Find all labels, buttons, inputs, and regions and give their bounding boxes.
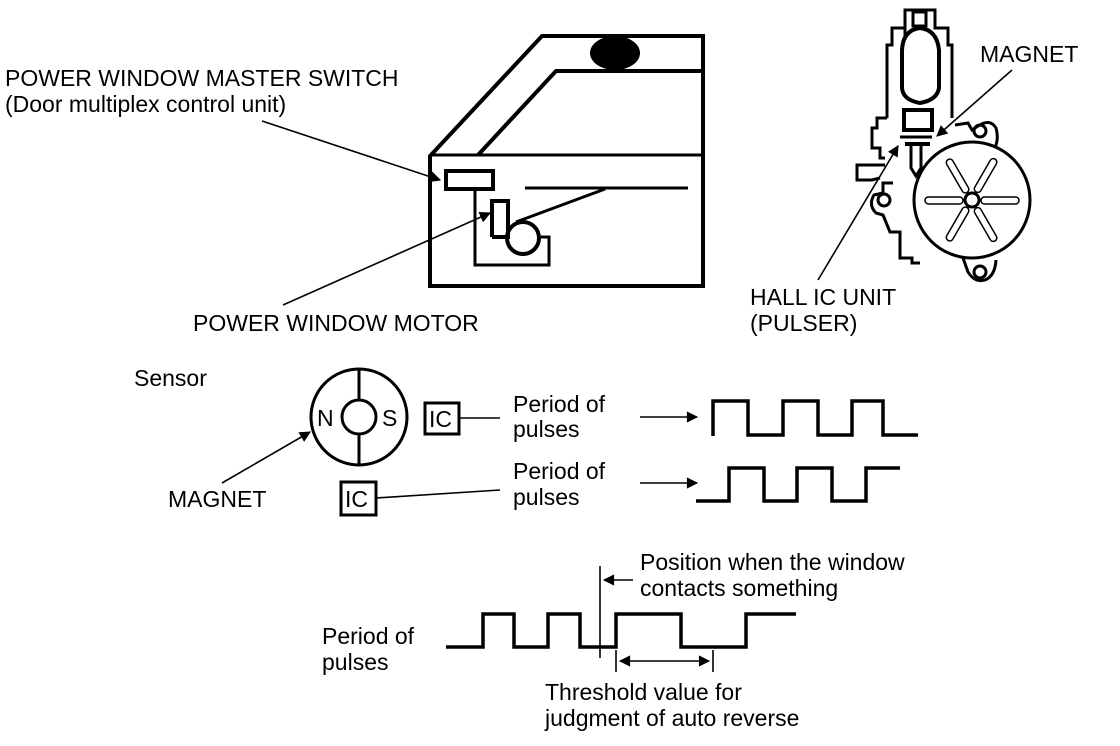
motor-label: POWER WINDOW MOTOR bbox=[193, 310, 479, 336]
hall-ic-leader-arrow bbox=[817, 145, 899, 281]
reverse-signal-sublabel: pulses bbox=[322, 649, 388, 675]
motor-housing-outline bbox=[870, 8, 954, 160]
regulator-arm-line bbox=[515, 187, 606, 224]
commutator-shape bbox=[902, 108, 934, 132]
housing-tab bbox=[855, 163, 885, 182]
gear-spokes bbox=[924, 157, 1020, 243]
housing-lower-outline bbox=[869, 181, 920, 265]
pole-north-label: N bbox=[317, 405, 334, 431]
mount-hole-bottom bbox=[972, 264, 988, 280]
gear-hub bbox=[963, 191, 981, 209]
signal-1-label: Period of bbox=[513, 391, 606, 417]
pole-south-label: S bbox=[382, 405, 397, 431]
motor-bracket-shape bbox=[490, 199, 510, 239]
pulse-waveform-1 bbox=[711, 399, 918, 437]
mount-hole-top bbox=[972, 123, 988, 139]
armature-body bbox=[900, 25, 941, 106]
motor-magnet-label: MAGNET bbox=[980, 41, 1078, 67]
hall-ic-label: HALL IC UNIT bbox=[750, 284, 896, 310]
mount-hole-left bbox=[876, 192, 892, 208]
ic-1-label: IC bbox=[429, 406, 452, 432]
door-outline bbox=[428, 34, 705, 288]
gear-housing-bottom-tab bbox=[961, 257, 998, 283]
ic-2-label: IC bbox=[345, 486, 368, 512]
sensor-magnet-disc bbox=[309, 367, 409, 467]
magnet-inner-circle bbox=[340, 398, 378, 436]
motor-circle-shape bbox=[505, 220, 541, 256]
door-illustration bbox=[428, 34, 705, 288]
auto-reverse-pulse-waveform bbox=[446, 612, 796, 649]
hall-ic-box-2 bbox=[339, 480, 378, 517]
motor-shaft bbox=[909, 146, 923, 179]
signal-2-label: Period of bbox=[513, 458, 606, 484]
wiring-line bbox=[473, 189, 551, 267]
motor-leader-arrow bbox=[282, 211, 492, 306]
hall-ic-sublabel: (PULSER) bbox=[750, 310, 857, 336]
contact-position-label: Position when the window bbox=[640, 549, 905, 575]
armature-cap bbox=[911, 10, 928, 28]
sensor-title: Sensor bbox=[134, 365, 207, 391]
threshold-label: Threshold value for bbox=[545, 679, 742, 705]
signal-2-sublabel: pulses bbox=[513, 484, 579, 510]
signal-1-sublabel: pulses bbox=[513, 416, 579, 442]
gear-housing-circle bbox=[912, 140, 1032, 260]
contact-position-sublabel: contacts something bbox=[640, 575, 838, 601]
mirror-shape bbox=[590, 36, 640, 70]
master-switch-sublabel: (Door multiplex control unit) bbox=[5, 91, 286, 117]
sensor-magnet-leader-arrow bbox=[221, 431, 311, 484]
threshold-sublabel: judgment of auto reverse bbox=[544, 705, 799, 731]
master-switch-leader-arrow bbox=[261, 120, 442, 183]
master-switch-shape bbox=[444, 169, 495, 191]
master-switch-label: POWER WINDOW MASTER SWITCH bbox=[5, 65, 399, 91]
reverse-signal-label: Period of bbox=[322, 623, 415, 649]
magnet-leader-arrow bbox=[936, 69, 1013, 137]
motor-detail-illustration bbox=[855, 8, 1032, 283]
sensor-magnet-label: MAGNET bbox=[168, 486, 266, 512]
ic-2-connector bbox=[375, 489, 501, 499]
pulse-waveform-2 bbox=[696, 466, 900, 503]
window-frame-line bbox=[476, 69, 703, 157]
